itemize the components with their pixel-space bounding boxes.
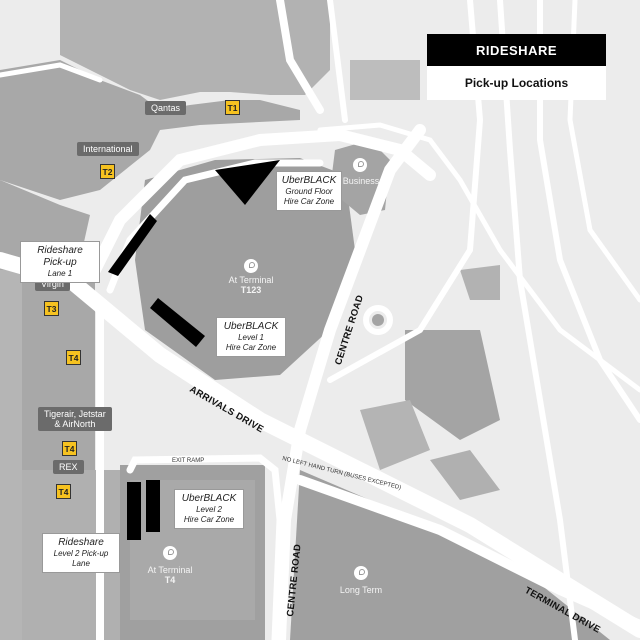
parking-label-business: Business [342, 176, 380, 186]
building-right [360, 400, 430, 470]
parking-name: At Terminal [147, 565, 193, 575]
parking-pin-icon [163, 546, 177, 560]
parking-pin-icon [354, 566, 368, 580]
callout-rideshare-level2: Rideshare Level 2 Pick-up Lane [42, 533, 120, 573]
building-right [460, 265, 500, 300]
terminal-badge-t4-tigerair: T4 [62, 441, 77, 456]
terminal-badge-t3: T3 [44, 301, 59, 316]
terminal-badge-t2: T2 [100, 164, 115, 179]
callout-uberblack-level2: UberBLACK Level 2 Hire Car Zone [174, 489, 244, 529]
parking-code: T123 [240, 285, 262, 295]
building-right [430, 450, 500, 500]
road-highway-2 [497, 0, 578, 640]
terminal-label-qantas: Qantas [145, 101, 187, 115]
parking-label-t4: At Terminal T4 [139, 565, 201, 585]
callout-title: UberBLACK [181, 493, 237, 504]
callout-title: UberBLACK [281, 175, 337, 186]
zone-uberblack-level2-b [146, 480, 160, 532]
building-right [350, 60, 420, 100]
terminal-badge-t4-rex: T4 [56, 484, 71, 499]
road-north [276, 0, 324, 114]
terminal-label-tigerair-line2: & AirNorth [54, 419, 96, 429]
zone-uberblack-ground [215, 160, 280, 205]
zone-uberblack-level1 [150, 298, 205, 347]
terminal-label-international: International [77, 142, 139, 156]
parking-label-long-term: Long Term [339, 585, 383, 595]
road-centre-road [274, 124, 426, 640]
roundabout [372, 314, 384, 326]
callout-line: Hire Car Zone [283, 197, 335, 206]
legend-title: RIDESHARE [427, 34, 606, 66]
building-right [405, 330, 500, 440]
terminal-badge-t1: T1 [225, 100, 240, 115]
road-exit-ramp [126, 454, 284, 640]
road-west [0, 62, 103, 83]
roundabout [363, 305, 393, 335]
terminal-building [0, 270, 22, 640]
road-terminal-drive [295, 475, 640, 630]
callout-uberblack-ground: UberBLACK Ground Floor Hire Car Zone [276, 171, 342, 211]
parking-pin-icon [244, 259, 258, 273]
callout-line: Level 2 Pick-up Lane [53, 549, 109, 568]
terminal-building [0, 60, 300, 200]
callout-uberblack-level1: UberBLACK Level 1 Hire Car Zone [216, 317, 286, 357]
terminal-label-tigerair-line1: Tigerair, Jetstar [44, 409, 106, 419]
callout-line: Ground Floor [285, 187, 333, 196]
callout-title: UberBLACK [223, 321, 279, 332]
terminal-label-rex: REX [53, 460, 84, 474]
parking-pin-icon [353, 158, 367, 172]
parking-name: At Terminal [228, 275, 274, 285]
terminal-building [60, 0, 330, 100]
callout-title: Rideshare [58, 537, 104, 548]
callout-line: Level 2 [196, 505, 222, 514]
legend-subtitle: Pick-up Locations [427, 66, 606, 100]
parking-label-t123: At Terminal T123 [220, 275, 282, 295]
callout-line: Lane 1 [47, 269, 73, 278]
callout-line: Hire Car Zone [225, 343, 277, 352]
road-north-2 [327, 0, 348, 123]
terminal-label-tigerair: Tigerair, Jetstar & AirNorth [38, 407, 112, 431]
callout-line: Hire Car Zone [183, 515, 235, 524]
parking-code: T4 [164, 575, 176, 585]
road-ramp [317, 122, 640, 393]
callout-line: Level 1 [238, 333, 264, 342]
zone-uberblack-level2-a [127, 482, 141, 540]
callout-title: Rideshare Pick-up [37, 245, 83, 268]
callout-rideshare-lane1: Rideshare Pick-up Lane 1 [20, 241, 100, 283]
terminal-badge-t4-top: T4 [66, 350, 81, 365]
carpark-long-term [290, 470, 610, 640]
road-label-exit-ramp: EXIT RAMP [172, 458, 205, 464]
zone-rideshare-lane1 [108, 214, 157, 276]
